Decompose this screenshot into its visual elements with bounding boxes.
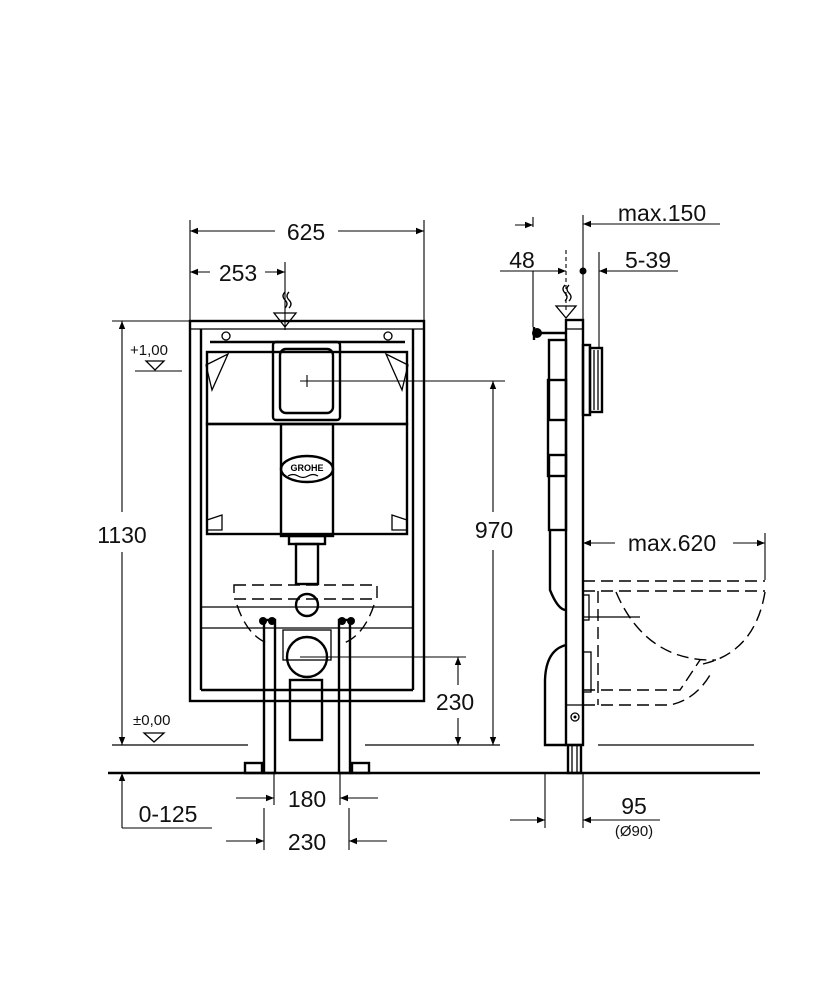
dimension-95: 95 (Ø90) (510, 773, 660, 840)
frame-profile (564, 318, 585, 747)
level-zero: ±0,00 (133, 712, 170, 743)
svg-text:0-125: 0-125 (139, 801, 198, 827)
dimension-max150: max.150 (582, 200, 720, 320)
svg-text:max.150: max.150 (618, 200, 706, 226)
dimension-970: 970 (300, 375, 513, 745)
front-view: GROHE (188, 319, 426, 775)
svg-text:(Ø90): (Ø90) (615, 823, 653, 840)
svg-text:±0,00: ±0,00 (133, 712, 170, 729)
grohe-logo: GROHE (279, 454, 335, 484)
dimension-max620: max.620 (583, 530, 766, 580)
water-supply-icon (562, 284, 572, 302)
center-column (279, 422, 335, 538)
dimension-48: 48 (500, 217, 578, 327)
cistern (205, 331, 409, 536)
dimension-1130: 1130 (97, 320, 190, 745)
svg-text:1130: 1130 (97, 522, 146, 548)
drain-pipe-side (543, 594, 640, 747)
toilet-bowl-outline (583, 580, 766, 706)
side-view (532, 318, 766, 775)
level-plus-1: +1,00 (130, 342, 182, 372)
svg-text:230: 230 (288, 829, 326, 855)
dimension-0-125: 0-125 (118, 773, 212, 829)
svg-text:970: 970 (475, 517, 513, 543)
frame (188, 319, 426, 703)
svg-text:230: 230 (436, 689, 474, 715)
dimension-230-width: 230 (226, 808, 387, 855)
dimension-625: 625 (189, 219, 425, 321)
water-inlet-triangle-icon (272, 312, 298, 329)
cistern-side (532, 327, 568, 612)
svg-text:625: 625 (287, 219, 325, 245)
svg-text:180: 180 (288, 786, 326, 812)
svg-text:GROHE: GROHE (290, 463, 323, 473)
svg-text:+1,00: +1,00 (130, 342, 168, 359)
dimension-253: 253 (190, 260, 298, 330)
svg-text:max.620: max.620 (628, 530, 716, 556)
svg-text:253: 253 (219, 260, 257, 286)
support-legs (243, 617, 371, 775)
drain-connector (282, 629, 332, 742)
svg-text:48: 48 (509, 247, 535, 273)
svg-text:95: 95 (621, 793, 647, 819)
dimension-180: 180 (236, 773, 378, 812)
water-supply-icon (282, 291, 292, 309)
water-inlet-triangle-icon (554, 305, 578, 320)
flush-pipe (233, 534, 378, 644)
dimension-5-39: 5-39 (579, 247, 678, 348)
wall-plate-side (581, 343, 604, 417)
dimension-230-height: 230 (300, 656, 474, 745)
svg-text:5-39: 5-39 (625, 247, 671, 273)
